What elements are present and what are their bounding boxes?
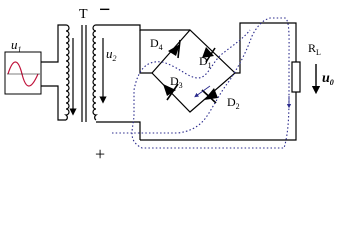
load-resistor <box>291 61 301 93</box>
diode-d3 <box>163 83 179 101</box>
d4-label: D4 <box>150 36 163 52</box>
secondary-winding <box>92 24 98 121</box>
input-source-box <box>4 51 42 95</box>
transformer-core <box>81 25 87 122</box>
load-top-wire <box>235 22 297 74</box>
secondary-bottom-wire <box>96 121 141 140</box>
current-path <box>112 17 290 149</box>
d3-label: D3 <box>170 74 183 90</box>
u1-label: u1 <box>11 37 22 54</box>
u2-label: u2 <box>106 46 117 63</box>
primary-winding <box>64 24 70 121</box>
circuit-wires <box>96 22 297 141</box>
bridge <box>151 29 236 113</box>
transformer-label: T <box>79 7 88 22</box>
d1-label: D1 <box>199 54 212 70</box>
diode-d2 <box>201 88 218 104</box>
d2-label: D2 <box>227 95 240 111</box>
diode-d4 <box>168 39 181 59</box>
load-bottom-wire <box>140 92 297 141</box>
current-arrow <box>194 85 211 98</box>
secondary-top-wire <box>96 24 190 31</box>
minus-sign: − <box>99 0 110 21</box>
bridge-rectifier-diagram: u1 T u2 − + <box>4 0 334 164</box>
left-node-wire <box>139 30 152 74</box>
input-source: u1 <box>4 37 42 95</box>
uo-label: u0 <box>322 71 334 87</box>
primary-wires <box>41 24 66 121</box>
rl-label: RL <box>308 41 321 57</box>
plus-sign: + <box>95 144 105 164</box>
diode-d1 <box>202 47 216 63</box>
